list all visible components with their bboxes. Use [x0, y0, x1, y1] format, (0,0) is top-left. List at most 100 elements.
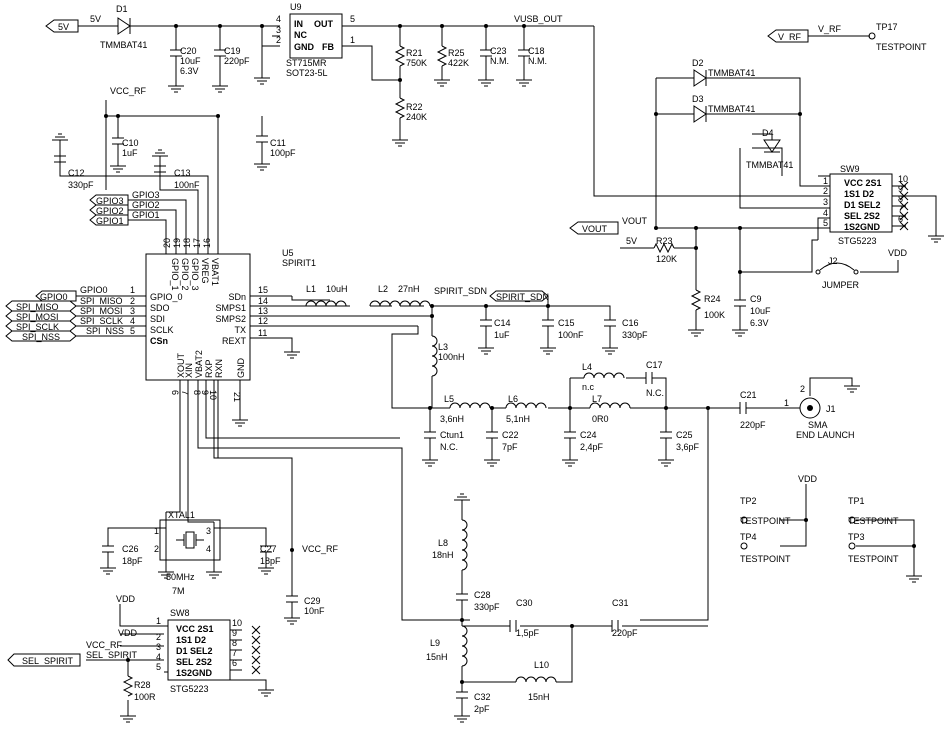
c14-ref: C14 [494, 318, 511, 328]
c23-value: N.M. [490, 56, 509, 66]
c13-ref: C13 [174, 168, 191, 178]
c25-ref: C25 [676, 430, 693, 440]
l1-value: 10uH [326, 284, 348, 294]
l2-value: 27nH [398, 284, 420, 294]
l6-value: 5,1nH [506, 414, 530, 424]
sw9-pin3: 3 [823, 197, 828, 207]
d2-ref: D2 [692, 58, 704, 68]
u5-pin21-num: 21 [232, 392, 242, 402]
l9-ref: L9 [430, 638, 440, 648]
sw9-pin8: 8 [898, 194, 903, 204]
u5-pin-xout: XOUT [176, 352, 186, 378]
net-spirit-sdn-flag: SPIRIT_SDN [496, 292, 549, 302]
grounds [52, 77, 944, 723]
net-spi-sclk-flag: SPI_SCLK [16, 322, 59, 332]
sw9-row3: D1 SEL2 [844, 200, 881, 210]
u5-pin5-num: 5 [130, 326, 135, 336]
l4-ref: L4 [582, 362, 592, 372]
tp2-label: TESTPOINT [740, 516, 791, 526]
r24-value: 100K [704, 310, 725, 320]
j1-pin1: 1 [784, 398, 789, 408]
l2-ref: L2 [378, 284, 388, 294]
c19-value: 220pF [224, 56, 250, 66]
u5-pin4-num: 4 [130, 316, 135, 326]
sw9-row5: 1S2GND [844, 222, 881, 232]
u5-pin-csn: CSn [150, 336, 168, 346]
u5-pin-sdi: SDI [150, 314, 165, 324]
tp2-ref: TP2 [740, 496, 757, 506]
net-gpio0-label: GPIO0 [80, 285, 108, 295]
c19-ref: C19 [224, 46, 241, 56]
sw8-pin9: 9 [232, 628, 237, 638]
net-gpio3-label: GPIO3 [132, 190, 160, 200]
d1-ref: D1 [116, 4, 128, 14]
l10-value: 15nH [528, 692, 550, 702]
u5-pin-gpio2: GPIO_2 [180, 258, 190, 291]
d3-part: TMMBAT41 [708, 104, 755, 114]
sw8-row4: SEL 2S2 [176, 657, 212, 667]
net-spi-mosi-label: SPI_MOSI [80, 306, 123, 316]
u5-pin12-num: 12 [258, 316, 268, 326]
u5-pin15-num: 15 [258, 285, 268, 295]
net-vcc-rf-xtal: VCC_RF [302, 544, 339, 554]
u5-pin-rxn: RXN [214, 359, 224, 378]
c12-ref: C12 [68, 168, 85, 178]
sw9-row2: 1S1 D2 [844, 189, 874, 199]
net-gpio3-flag: GPIO3 [96, 196, 124, 206]
u5-pin-rext: REXT [222, 336, 247, 346]
l5-ref: L5 [444, 394, 454, 404]
sw9-pin10: 10 [898, 174, 908, 184]
u5-pin13-num: 13 [258, 306, 268, 316]
u5-pin-vbat1: VBAT1 [210, 258, 220, 286]
xtal-pin4: 4 [206, 544, 211, 554]
c9-voltage: 6.3V [750, 318, 769, 328]
u9-pin-gnd: GND [294, 42, 315, 52]
sw8-pin1: 1 [156, 616, 161, 626]
c17-ref: C17 [646, 360, 663, 370]
u9-package: SOT23-5L [286, 68, 328, 78]
c26-value: 18pF [122, 556, 143, 566]
c29-ref: C29 [304, 596, 321, 606]
tp3-label: TESTPOINT [848, 554, 899, 564]
net-spi-mosi-flag: SPI_MOSI [16, 312, 59, 322]
net-vdd-tp: VDD [798, 474, 818, 484]
c32-value: 2pF [474, 704, 490, 714]
u5-ref: U5 [282, 248, 294, 258]
net-spi-nss-label: SPI_NSS [86, 326, 124, 336]
r23-value: 120K [656, 254, 677, 264]
u5-pin20-num: 20 [162, 238, 172, 248]
d4-part: TMMBAT41 [746, 160, 793, 170]
net-flags [5, 19, 809, 667]
u5-pin16-num: 16 [202, 238, 212, 248]
net-spi-miso-flag: SPI_MISO [16, 302, 59, 312]
c9-ref: C9 [750, 294, 762, 304]
u9-pin-nc: NC [294, 30, 307, 40]
u5-pin-gpio3: GPIO_3 [190, 258, 200, 291]
xtal-frequency: 50MHz [166, 572, 195, 582]
l3-value: 100nH [438, 352, 465, 362]
c16-value: 330pF [622, 330, 648, 340]
net-v-rf-flag: V_RF [778, 32, 802, 42]
c16-ref: C16 [622, 318, 639, 328]
u5-pin18-num: 18 [182, 238, 192, 248]
c24-value: 2,4pF [580, 442, 604, 452]
sw9-pin9: 9 [898, 184, 903, 194]
xtal-code: 7M [172, 586, 185, 596]
sw9-ref: SW9 [840, 164, 860, 174]
c20-ref: C20 [180, 46, 197, 56]
net-vout-label: VOUT [622, 216, 648, 226]
u5-pin8-num: 8 [192, 390, 202, 395]
u9-pin5-num: 5 [350, 14, 355, 24]
r28-ref: R28 [134, 680, 151, 690]
c31-ref: C31 [612, 598, 629, 608]
c22-ref: C22 [502, 430, 519, 440]
net-spi-sclk-label: SPI_SCLK [80, 316, 123, 326]
c12-value: 330pF [68, 180, 94, 190]
j1-pin2: 2 [800, 384, 805, 394]
c24-ref: C24 [580, 430, 597, 440]
l10-ref: L10 [534, 660, 549, 670]
u5-pin-tx: TX [234, 325, 246, 335]
j2-ref: J2 [828, 256, 838, 266]
c9-value: 10uF [750, 306, 771, 316]
r22-ref: R22 [406, 102, 423, 112]
